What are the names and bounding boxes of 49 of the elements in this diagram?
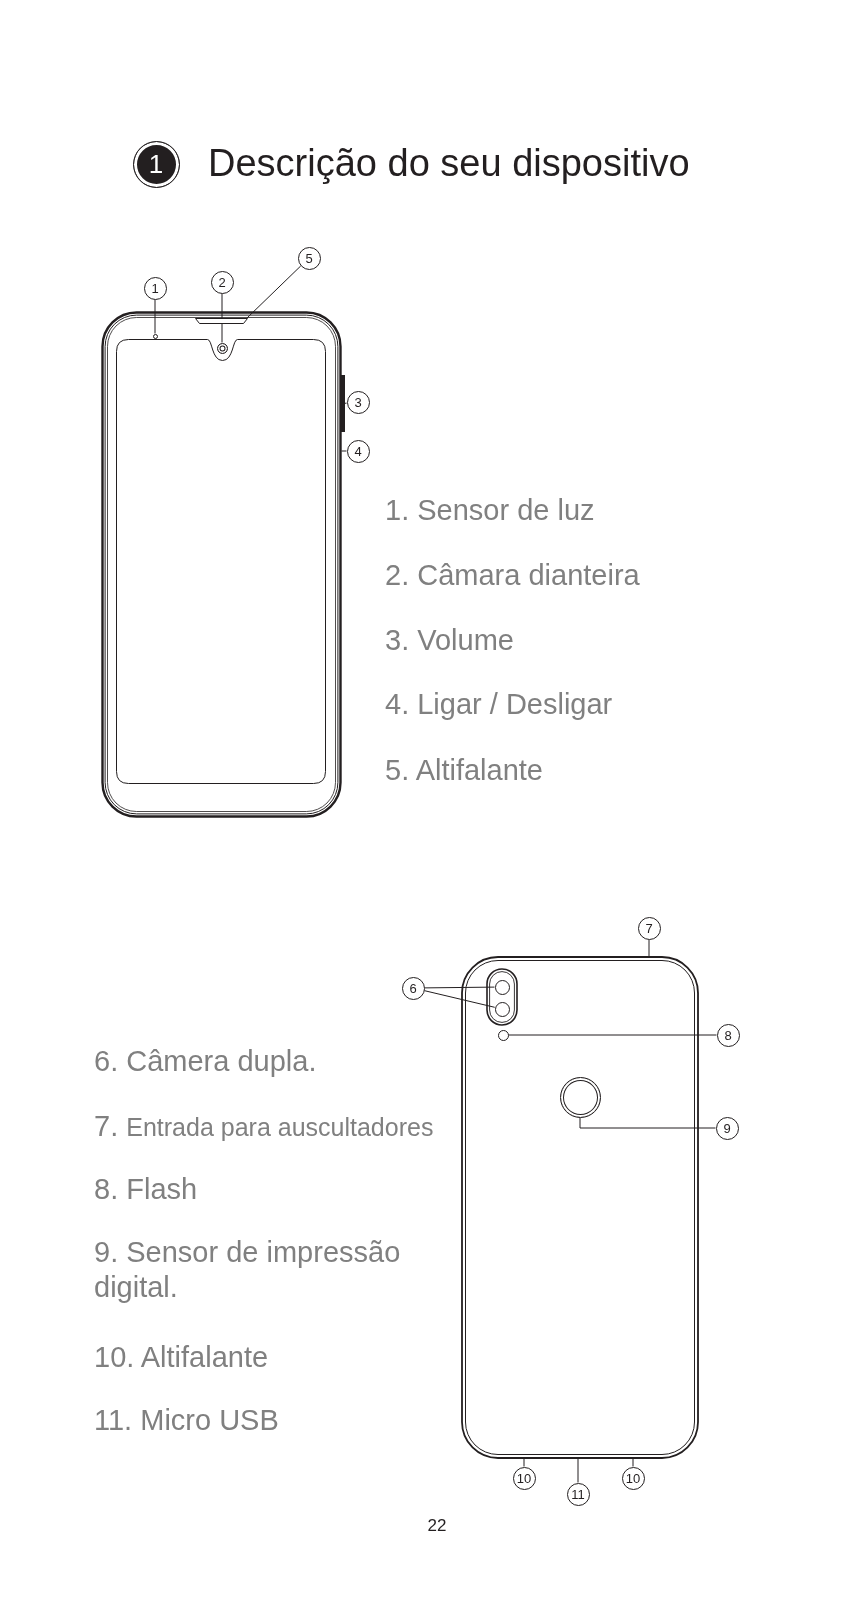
phone-back-drawing [461, 956, 699, 1459]
leader-line [344, 402, 348, 404]
callout-number: 9 [715, 1116, 739, 1140]
leader-line [577, 1458, 579, 1483]
callout-number: 3 [346, 390, 370, 414]
part-description: 6. Câmera dupla. [94, 1044, 317, 1079]
sensor-dot [152, 333, 158, 339]
part-description: 1. Sensor de luz [385, 493, 595, 528]
leader-line [579, 1117, 716, 1129]
part-description: 9. Sensor de impressão digital. [94, 1235, 402, 1305]
leader-line [424, 986, 495, 989]
part-description: 3. Volume [385, 623, 514, 658]
callout-number: 5 [297, 246, 321, 270]
side-button [341, 375, 345, 432]
part-description: 5. Altifalante [385, 753, 543, 788]
callout-number: 1 [143, 276, 167, 300]
callout-number: 10 [512, 1466, 536, 1490]
speaker-slot [195, 318, 248, 324]
leader-line [341, 450, 347, 452]
leader-line [632, 1458, 634, 1467]
leader-line [508, 1034, 717, 1036]
camera-lens [216, 342, 228, 354]
leader-line [648, 939, 650, 957]
callout-number: 6 [401, 976, 425, 1000]
part-description: 11. Micro USB [94, 1403, 279, 1438]
callout-number: 2 [210, 270, 234, 294]
part-description: 7. Entrada para auscultadores [94, 1109, 434, 1144]
callout-number: 7 [637, 916, 661, 940]
callout-number: 10 [621, 1466, 645, 1490]
leader-line [154, 299, 156, 334]
leader-line [246, 265, 302, 319]
camera-lens [494, 1001, 510, 1017]
part-description: 8. Flash [94, 1172, 198, 1207]
callout-number: 8 [716, 1023, 740, 1047]
part-description: 10. Altifalante [94, 1340, 269, 1375]
leader-line [523, 1458, 525, 1467]
page-number: 22 [427, 1516, 447, 1537]
page-title: Descrição do seu dispositivo [208, 141, 690, 186]
fingerprint-sensor [559, 1076, 601, 1118]
part-description: 4. Ligar / Desligar [385, 687, 613, 722]
part-description: 2. Câmara dianteira [385, 558, 640, 593]
callout-number: 4 [346, 439, 370, 463]
camera-lens [494, 979, 510, 995]
leader-line [423, 990, 496, 1008]
phone-front-drawing [100, 310, 342, 818]
flash-light [497, 1029, 509, 1041]
leader-line [221, 293, 223, 343]
section-number: 1 [132, 140, 180, 188]
callout-number: 11 [566, 1482, 590, 1506]
